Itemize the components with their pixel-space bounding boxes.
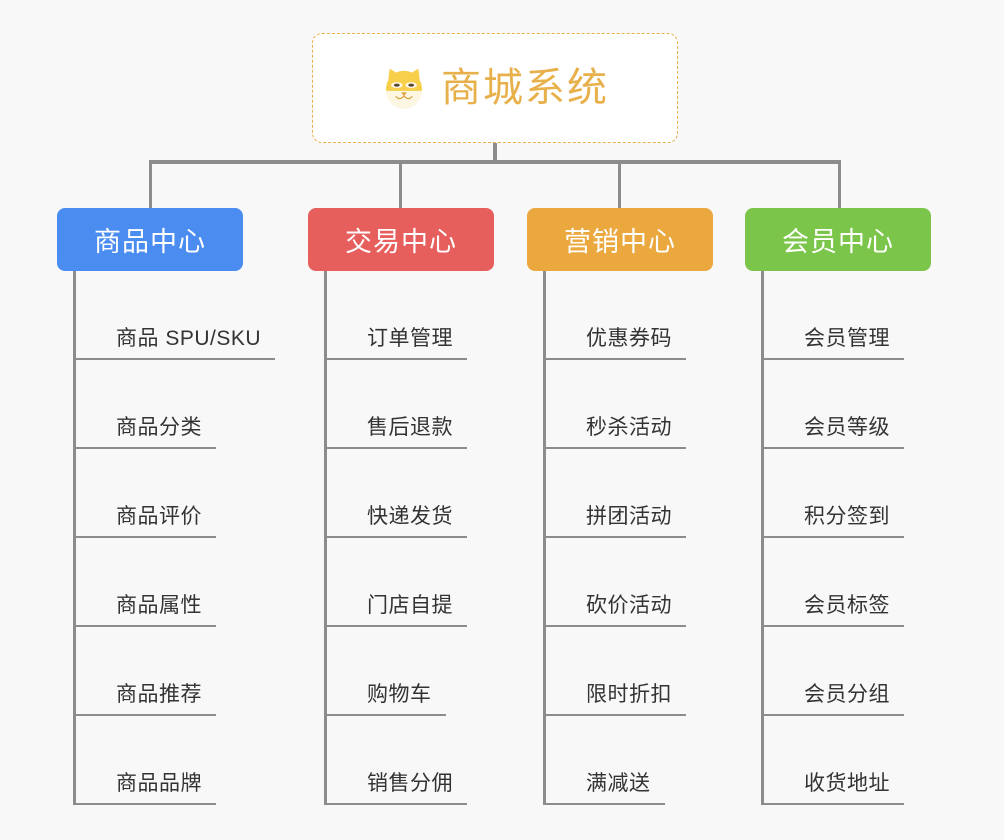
list-item[interactable]: 秒杀活动 xyxy=(546,360,713,449)
list-item[interactable]: 优惠券码 xyxy=(546,271,713,360)
connector-drop-4 xyxy=(838,160,841,208)
category-label-2: 营销中心 xyxy=(564,227,676,257)
list-item[interactable]: 购物车 xyxy=(327,627,494,716)
leaf-label: 快递发货 xyxy=(367,505,453,528)
leaf-label: 商品分类 xyxy=(116,416,202,439)
leaf-label: 会员标签 xyxy=(804,594,890,617)
leaf-label: 售后退款 xyxy=(367,416,453,439)
leaf-label: 购物车 xyxy=(367,683,432,706)
connector-drop-2 xyxy=(399,160,402,208)
list-item[interactable]: 门店自提 xyxy=(327,538,494,627)
branch-column-0: 商品中心 商品 SPU/SKU 商品分类 商品评价 商品属性 商品推荐 商品品牌 xyxy=(57,208,276,805)
leaf-label: 会员分组 xyxy=(804,683,890,706)
list-item[interactable]: 会员等级 xyxy=(764,360,931,449)
category-label-3: 会员中心 xyxy=(782,227,894,257)
connector-drop-3 xyxy=(618,160,621,208)
leaf-label: 拼团活动 xyxy=(586,505,672,528)
branch-column-2: 营销中心 优惠券码 秒杀活动 拼团活动 砍价活动 限时折扣 满减送 xyxy=(527,208,713,805)
leaf-label: 满减送 xyxy=(586,772,651,795)
list-item[interactable]: 会员标签 xyxy=(764,538,931,627)
branch-column-1: 交易中心 订单管理 售后退款 快递发货 门店自提 购物车 销售分佣 xyxy=(308,208,494,805)
list-item[interactable]: 限时折扣 xyxy=(546,627,713,716)
root-title: 商城系统 xyxy=(441,66,609,110)
connector-horizontal-bus xyxy=(149,160,841,164)
list-item[interactable]: 砍价活动 xyxy=(546,538,713,627)
list-item[interactable]: 销售分佣 xyxy=(327,716,494,805)
list-item[interactable]: 商品分类 xyxy=(76,360,243,449)
leaf-label: 商品属性 xyxy=(116,594,202,617)
leaf-label: 商品推荐 xyxy=(116,683,202,706)
list-item[interactable]: 快递发货 xyxy=(327,449,494,538)
leaf-label: 限时折扣 xyxy=(586,683,672,706)
leaf-label: 销售分佣 xyxy=(367,772,453,795)
leaf-label: 收货地址 xyxy=(804,772,890,795)
list-item[interactable]: 商品推荐 xyxy=(76,627,243,716)
list-item[interactable]: 积分签到 xyxy=(764,449,931,538)
category-label-1: 交易中心 xyxy=(345,227,457,257)
connector-drop-1 xyxy=(149,160,152,208)
list-item[interactable]: 拼团活动 xyxy=(546,449,713,538)
leaf-label: 订单管理 xyxy=(367,327,453,350)
list-item[interactable]: 订单管理 xyxy=(327,271,494,360)
category-box-1[interactable]: 交易中心 xyxy=(308,208,494,271)
category-box-2[interactable]: 营销中心 xyxy=(527,208,713,271)
leaf-label: 积分签到 xyxy=(804,505,890,528)
root-node[interactable]: 商城系统 xyxy=(312,33,678,143)
list-item[interactable]: 会员分组 xyxy=(764,627,931,716)
leaf-label: 商品品牌 xyxy=(116,772,202,795)
leaf-label: 会员等级 xyxy=(804,416,890,439)
leaf-label: 会员管理 xyxy=(804,327,890,350)
leaf-label: 秒杀活动 xyxy=(586,416,672,439)
list-item[interactable]: 商品 SPU/SKU xyxy=(76,271,276,360)
branch-column-3: 会员中心 会员管理 会员等级 积分签到 会员标签 会员分组 收货地址 xyxy=(745,208,931,805)
list-item[interactable]: 售后退款 xyxy=(327,360,494,449)
leaf-label: 门店自提 xyxy=(367,594,453,617)
category-label-0: 商品中心 xyxy=(94,227,206,257)
list-item[interactable]: 商品属性 xyxy=(76,538,243,627)
list-item[interactable]: 满减送 xyxy=(546,716,713,805)
category-box-3[interactable]: 会员中心 xyxy=(745,208,931,271)
list-item[interactable]: 商品评价 xyxy=(76,449,243,538)
leaf-list-1: 订单管理 售后退款 快递发货 门店自提 购物车 销售分佣 xyxy=(324,271,494,805)
list-item[interactable]: 会员管理 xyxy=(764,271,931,360)
shiba-dog-face-icon xyxy=(386,68,422,109)
leaf-list-2: 优惠券码 秒杀活动 拼团活动 砍价活动 限时折扣 满减送 xyxy=(543,271,713,805)
category-box-0[interactable]: 商品中心 xyxy=(57,208,243,271)
leaf-label: 商品 SPU/SKU xyxy=(116,327,262,350)
leaf-list-3: 会员管理 会员等级 积分签到 会员标签 会员分组 收货地址 xyxy=(761,271,931,805)
list-item[interactable]: 收货地址 xyxy=(764,716,931,805)
leaf-label: 优惠券码 xyxy=(586,327,672,350)
connector-root-stem xyxy=(493,143,497,163)
leaf-label: 砍价活动 xyxy=(586,594,672,617)
list-item[interactable]: 商品品牌 xyxy=(76,716,243,805)
leaf-list-0: 商品 SPU/SKU 商品分类 商品评价 商品属性 商品推荐 商品品牌 xyxy=(73,271,276,805)
leaf-label: 商品评价 xyxy=(116,505,202,528)
